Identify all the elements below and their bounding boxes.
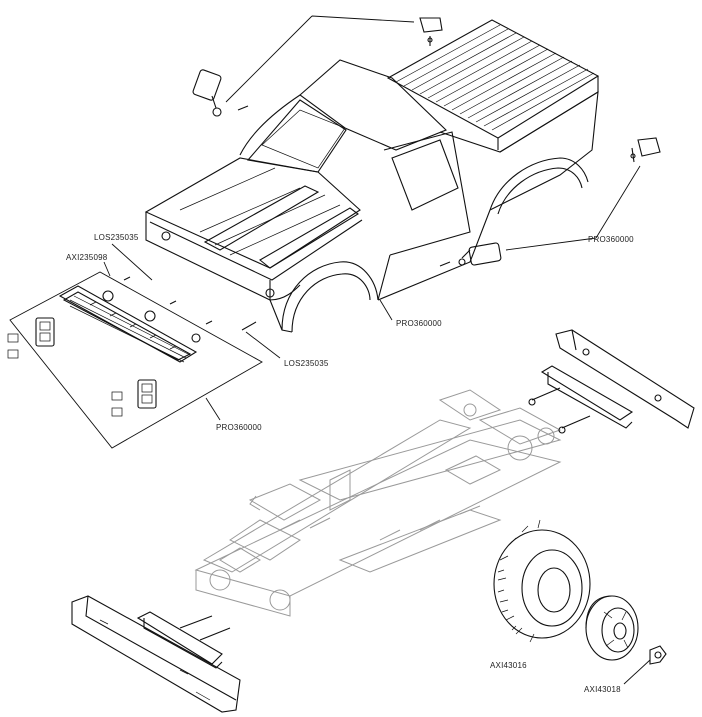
callout-pro360000-body-bottom: PRO360000 xyxy=(396,319,442,328)
grille-panel-group xyxy=(7,271,263,449)
leader-los-top xyxy=(111,243,153,281)
callout-axi43016: AXI43016 xyxy=(490,661,527,670)
side-mirror-right xyxy=(458,242,502,266)
headlight-bezel-left xyxy=(35,317,55,347)
front-bumper xyxy=(71,595,241,713)
leader-los-bottom xyxy=(245,331,281,359)
bed-rack xyxy=(386,19,600,153)
grille xyxy=(58,285,198,363)
rear-bumper xyxy=(528,329,695,434)
leader-body-bottom xyxy=(379,299,393,321)
chassis xyxy=(194,389,562,617)
truck-body xyxy=(144,17,661,333)
callout-los235035-top: LOS235035 xyxy=(94,233,139,242)
callout-los235035-bottom: LOS235035 xyxy=(284,359,329,368)
callout-pro360000-grille: PRO360000 xyxy=(216,423,262,432)
leader-body-right xyxy=(505,165,641,251)
headlight-bezel-right xyxy=(137,379,157,409)
leader-top xyxy=(225,15,415,103)
leader-axi235098 xyxy=(103,261,111,277)
cab-roof xyxy=(299,59,447,151)
hub-nut xyxy=(649,645,667,665)
wheel xyxy=(585,595,639,661)
windshield xyxy=(246,99,347,173)
front-face xyxy=(145,212,271,301)
mirror-mount-right xyxy=(630,137,661,163)
leader-axi43018 xyxy=(623,659,651,685)
mirror-mount-top xyxy=(419,17,443,46)
side-window xyxy=(391,139,459,211)
callout-pro360000-body-right: PRO360000 xyxy=(588,235,634,244)
callout-axi235098: AXI235098 xyxy=(66,253,108,262)
tire xyxy=(493,519,591,643)
callout-axi43018: AXI43018 xyxy=(584,685,621,694)
leader-grille xyxy=(205,397,221,421)
hood xyxy=(144,157,361,269)
side-mirror-left xyxy=(192,69,222,117)
